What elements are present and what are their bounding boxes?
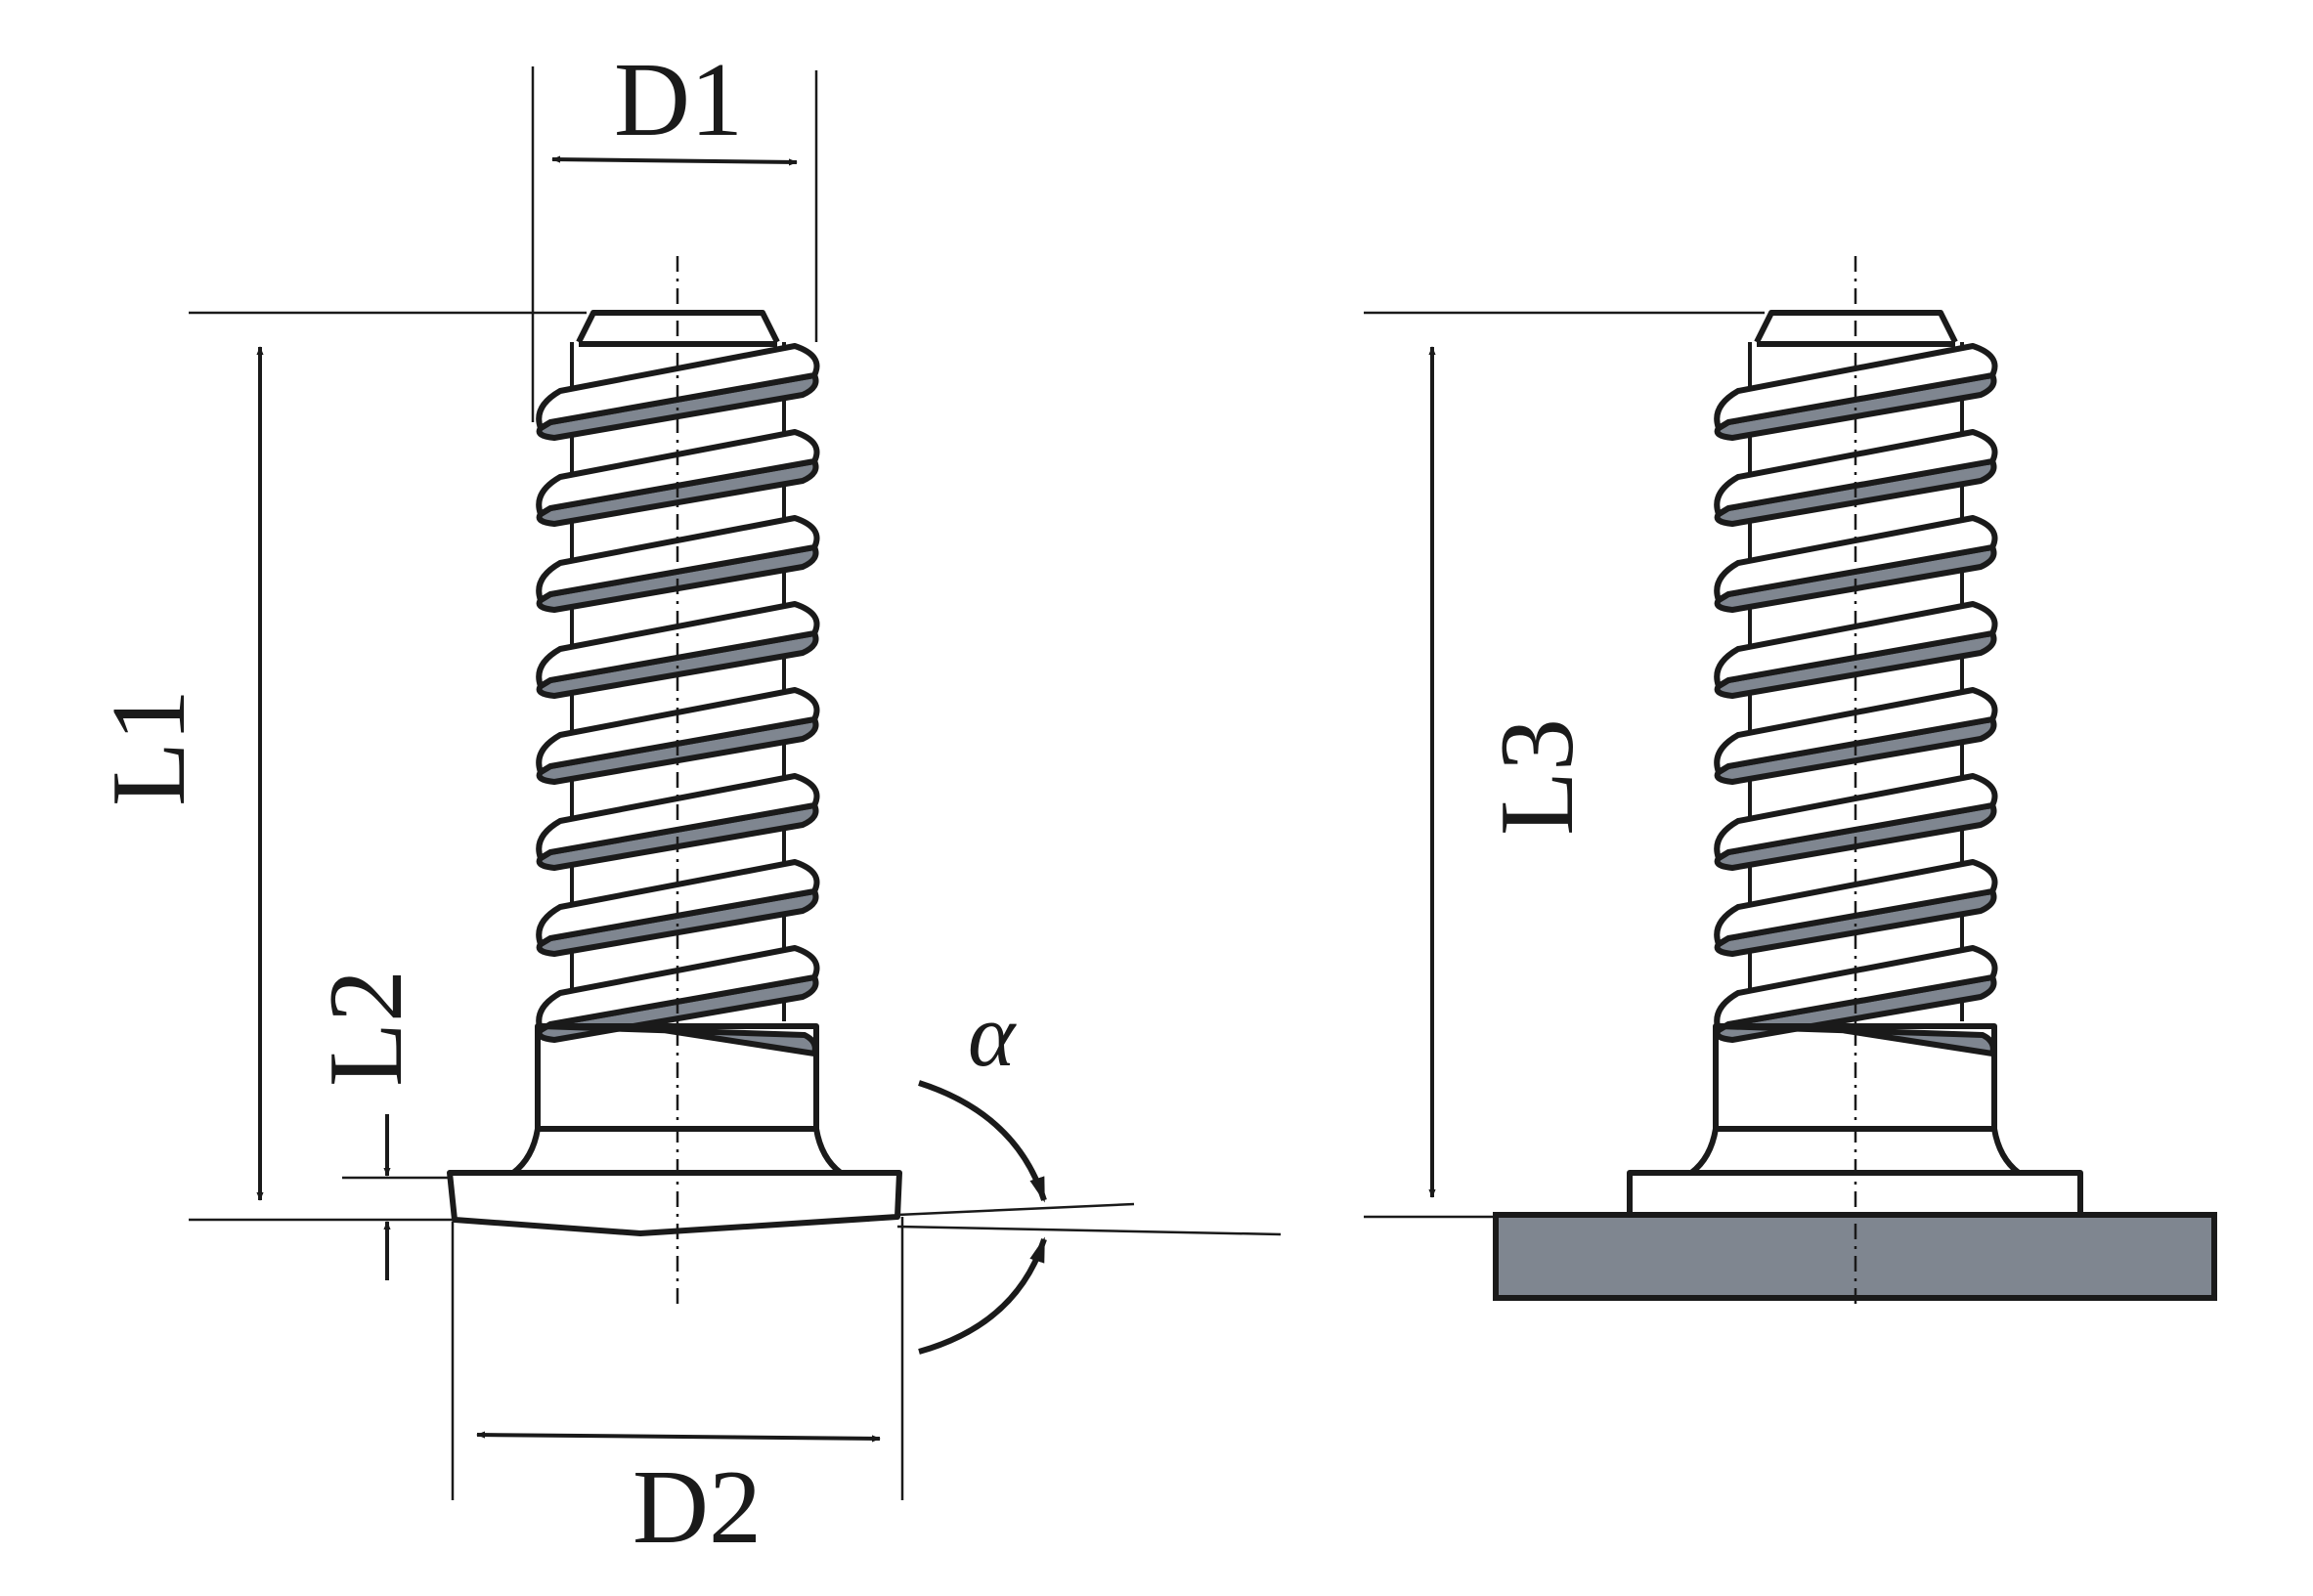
label-d1: D1 [614,42,743,158]
alpha-lower-arc [918,1236,1047,1355]
stud-free [447,256,902,1310]
label-d2: D2 [633,1449,762,1566]
label-l3: L3 [1479,718,1595,836]
alpha-inclined-reference [896,1202,1135,1217]
alpha-upper-arc [918,1080,1047,1203]
label-l2: L2 [308,970,424,1087]
alpha-horizontal-reference [896,1225,1282,1236]
label-alpha: α [968,985,1017,1085]
stud-flange [447,1170,902,1236]
dimensions-stud-on-plate [1364,311,1765,1219]
stud-on-plate [1493,256,2217,1310]
dimensions-free-stud [189,66,1282,1500]
d1-dimension-line [551,155,798,166]
d2-dimension-line [476,1431,881,1443]
label-l1: L1 [91,689,207,806]
